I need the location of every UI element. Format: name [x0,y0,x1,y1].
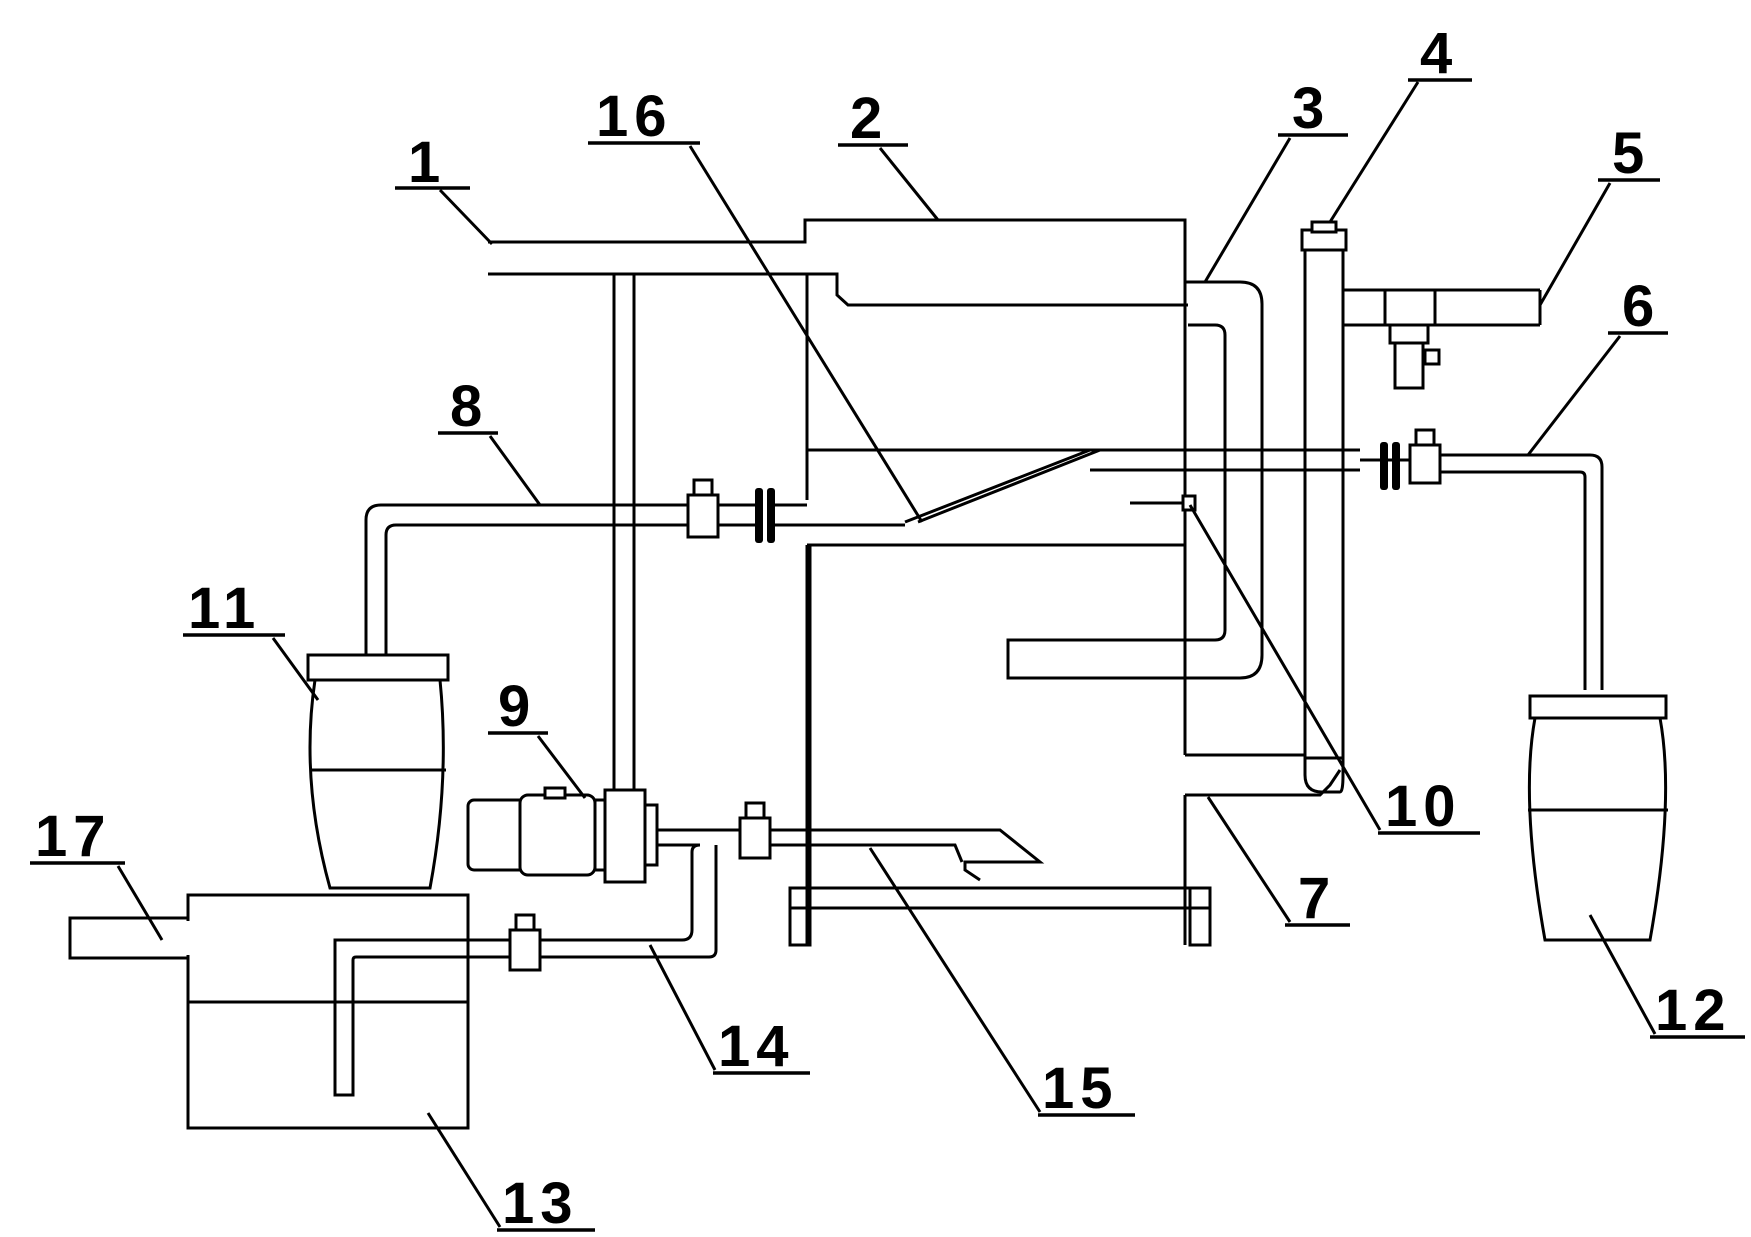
vertical-pipe [612,274,636,793]
pipe-6 [1090,428,1604,690]
label-11: 11 [188,576,261,641]
pipe-14 [333,843,718,1097]
label-15: 15 [1042,1056,1119,1121]
column-4 [1300,220,1348,794]
label-16: 16 [596,84,673,149]
main-vessel [488,218,1342,947]
label-14: 14 [718,1014,795,1079]
pipe-5 [1343,288,1542,390]
label-4: 4 [1420,21,1458,86]
label-12: 12 [1655,978,1732,1043]
pipe-15 [657,801,1045,882]
pipe-8 [364,478,905,655]
label-1: 1 [408,130,446,195]
tank-12 [1527,694,1668,942]
label-6: 6 [1622,274,1660,339]
bent-pipe [1006,280,1264,680]
label-10: 10 [1385,774,1462,839]
label-13: 13 [502,1171,579,1236]
sensor-10 [1130,494,1197,512]
tank-13 [68,893,470,1130]
label-8: 8 [450,374,488,439]
pump-9 [466,786,659,884]
label-9: 9 [498,674,536,739]
label-17: 17 [35,804,112,869]
label-5: 5 [1612,121,1650,186]
label-3: 3 [1292,76,1330,141]
leader-lines [30,78,1745,1232]
label-7: 7 [1298,866,1336,931]
label-2: 2 [850,86,888,151]
tank-11 [306,653,450,890]
labels: 1 2 3 4 5 6 7 8 9 10 11 12 13 14 15 16 1… [35,21,1732,1236]
